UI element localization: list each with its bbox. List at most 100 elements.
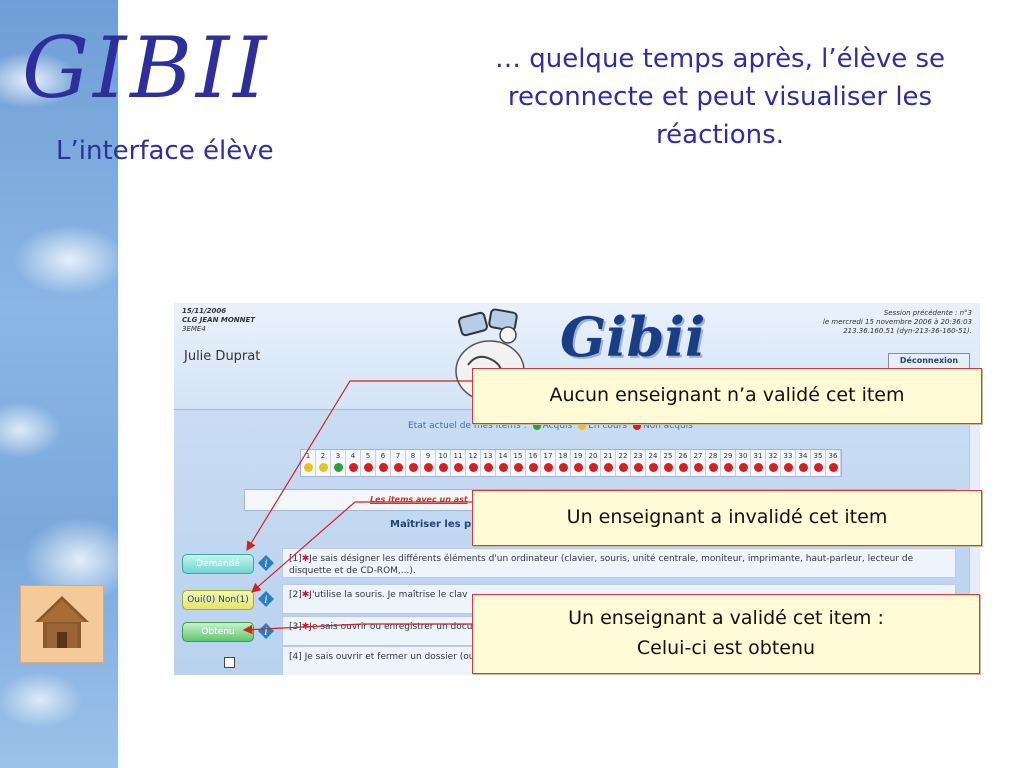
obtained-button[interactable]: Obtenu [182,622,254,642]
status-dot-icon [558,463,568,472]
status-dot-icon [438,463,448,472]
item-cell[interactable]: 9 [421,450,436,476]
item-cell[interactable]: 33 [781,450,796,476]
status-dot-icon [738,463,748,472]
item-cell-number: 25 [663,452,673,460]
item-cell[interactable]: 36 [826,450,841,476]
item-cell[interactable]: 1 [301,450,316,476]
info-icon[interactable]: i [258,591,274,607]
item-cell[interactable]: 26 [676,450,691,476]
item-cell[interactable]: 21 [601,450,616,476]
item-label: Je sais ouvrir ou enregistrer un docu [309,622,473,632]
item-cell-number: 6 [380,452,386,460]
status-dot-icon [303,463,313,472]
item-cell[interactable]: 32 [766,450,781,476]
item-cell[interactable]: 17 [541,450,556,476]
item-cell[interactable]: 24 [646,450,661,476]
callout-invalidated: Un enseignant a invalidé cet item [472,490,982,546]
student-name: Julie Duprat [184,349,261,364]
status-dot-icon [618,463,628,472]
item-checkbox[interactable] [224,657,235,668]
status-dot-icon [828,463,838,472]
item-cell-number: 1 [305,452,311,460]
item-cell[interactable]: 16 [526,450,541,476]
requested-button[interactable]: Demandé [182,554,254,574]
info-icon[interactable]: i [258,623,274,639]
item-cell[interactable]: 18 [556,450,571,476]
class-name: 3EME4 [182,325,206,333]
status-dot-icon [363,463,373,472]
item-cell[interactable]: 4 [346,450,361,476]
item-cell-number: 23 [633,452,643,460]
item-cell[interactable]: 35 [811,450,826,476]
legend-in-progress-label: En cours [588,421,627,431]
status-dot-icon [723,463,733,472]
item-cell[interactable]: 25 [661,450,676,476]
status-dot-icon [708,463,718,472]
status-dot-icon [528,463,538,472]
item-cell[interactable]: 23 [631,450,646,476]
item-cell-number: 29 [723,452,733,460]
slide-subtitle: L’interface élève [56,136,274,166]
votes-button[interactable]: Oui(0) Non(1) [182,590,254,610]
status-dot-icon [663,463,673,472]
item-cell[interactable]: 10 [436,450,451,476]
item-cell-number: 21 [603,452,613,460]
item-cell[interactable]: 31 [751,450,766,476]
legend-acquired-label: Acquis [542,421,573,431]
status-dot-icon [573,463,583,472]
item-cell-number: 2 [320,452,326,460]
item-cell[interactable]: 14 [496,450,511,476]
svg-text:i: i [264,559,267,570]
info-icon[interactable]: i [258,555,274,571]
app-logo: Gibii [560,305,706,369]
item-row: Demandé i [1]✱Je sais désigner les diffé… [178,547,978,581]
item-cell[interactable]: 29 [721,450,736,476]
asterisk-icon: ✱ [301,554,310,564]
item-cell[interactable]: 11 [451,450,466,476]
item-cell-number: 11 [453,452,463,460]
legend-in-progress: En cours [578,421,627,431]
item-cell[interactable]: 7 [391,450,406,476]
status-dot-icon [633,463,643,472]
status-dot-icon [678,463,688,472]
status-dot-icon [423,463,433,472]
slide-headline: … quelque temps après, l’élève se reconn… [494,44,946,150]
item-number: [4] [289,652,302,662]
status-dot-icon [483,463,493,472]
item-cell-number: 7 [395,452,401,460]
home-button[interactable] [20,585,104,663]
item-cell[interactable]: 28 [706,450,721,476]
session-info: Session précédente : n°3 le mercredi 15 … [772,309,972,336]
status-dot-icon [348,463,358,472]
date: 15/11/2006 [182,307,227,315]
item-cell[interactable]: 2 [316,450,331,476]
item-cell[interactable]: 3 [331,450,346,476]
status-dot-icon [603,463,613,472]
slide-title: GIBII [22,19,271,117]
item-cell-number: 16 [528,452,538,460]
item-cell-number: 32 [768,452,778,460]
item-cell[interactable]: 6 [376,450,391,476]
arrow-invalidated [251,501,472,593]
item-cell[interactable]: 34 [796,450,811,476]
item-cell-number: 35 [813,452,823,460]
item-cell-number: 19 [573,452,583,460]
item-cell-number: 9 [425,452,431,460]
item-cell-number: 31 [753,452,763,460]
item-cell[interactable]: 15 [511,450,526,476]
item-cell-number: 17 [543,452,553,460]
item-cell[interactable]: 12 [466,450,481,476]
item-cell[interactable]: 8 [406,450,421,476]
item-cell[interactable]: 5 [361,450,376,476]
asterisk-icon: ✱ [301,590,310,600]
status-dot-icon [543,463,553,472]
callout-validated-line-1: Un enseignant a validé cet item : [568,607,884,629]
item-cell[interactable]: 13 [481,450,496,476]
item-cell[interactable]: 22 [616,450,631,476]
status-dot-icon [468,463,478,472]
item-cell[interactable]: 30 [736,450,751,476]
item-cell[interactable]: 20 [586,450,601,476]
item-cell[interactable]: 19 [571,450,586,476]
item-cell[interactable]: 27 [691,450,706,476]
